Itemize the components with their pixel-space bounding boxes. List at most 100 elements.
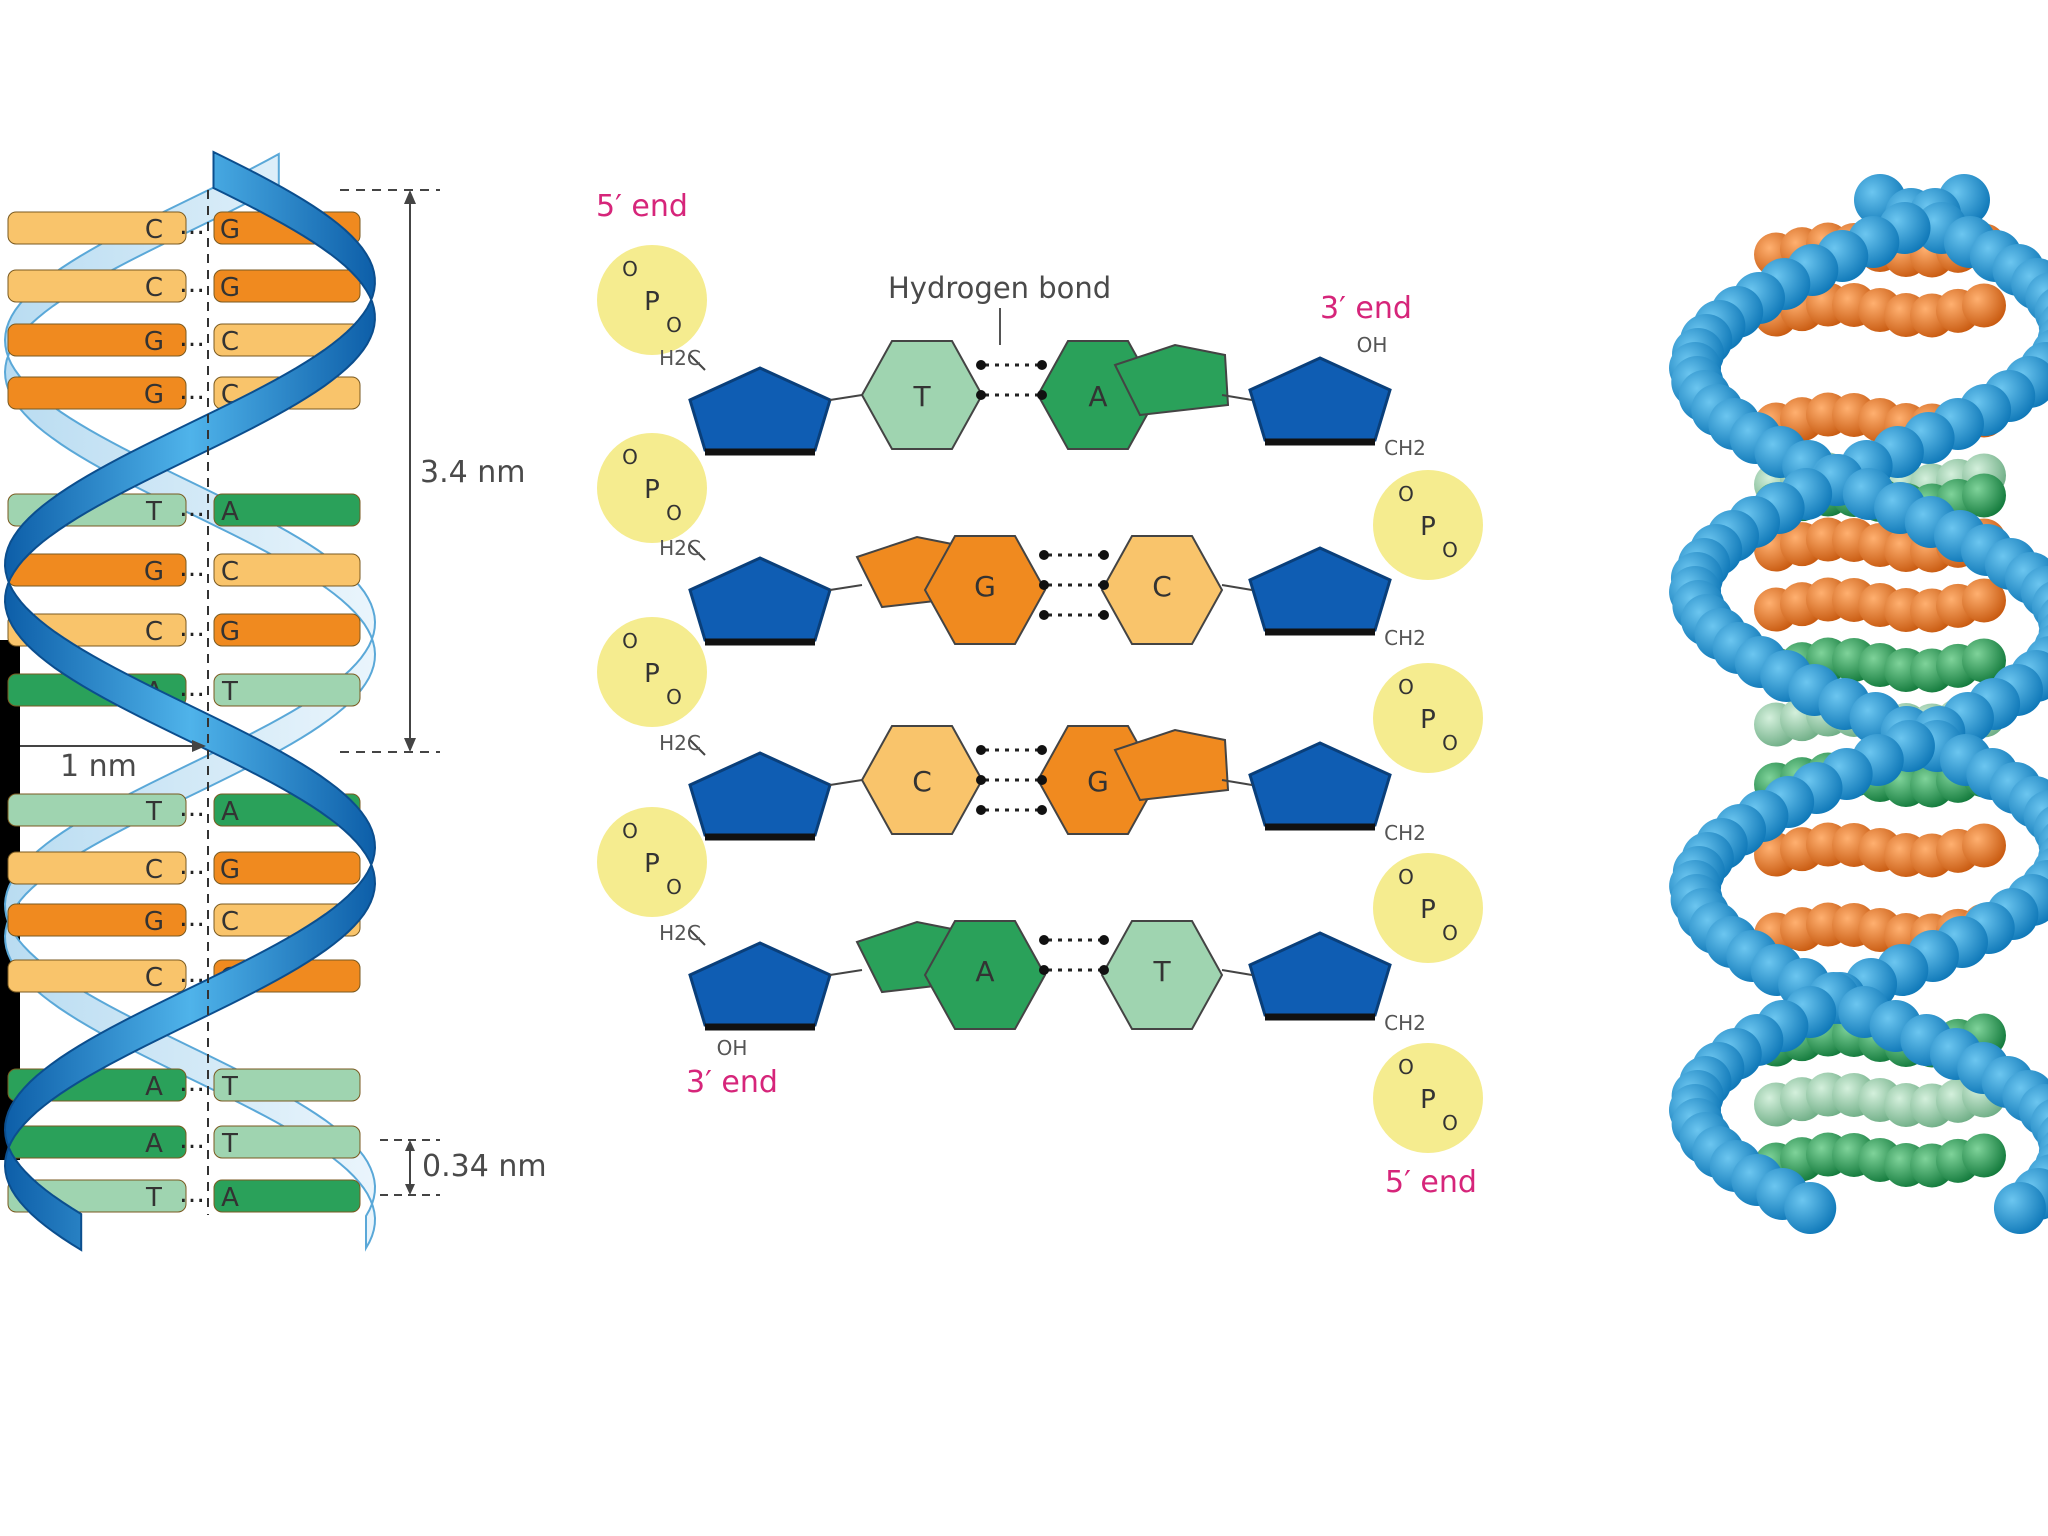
base-A [213,493,361,527]
oxygen-atom: O [1442,921,1458,945]
base-letter: C [221,907,239,937]
base-G [213,613,361,647]
oxygen-atom: O [666,501,682,525]
bond-dot [1039,965,1049,975]
phosphorus-atom: P [644,659,660,689]
atom-sphere [1962,283,2006,328]
base-letter: G [220,617,240,647]
base-C [7,851,187,885]
atom-sphere [1962,578,2006,623]
ch2-group: CH2 [1384,436,1426,460]
phosphorus-atom: P [644,475,660,505]
base-letter: T [221,677,238,707]
right-base-ring [1113,343,1230,417]
space-filling-model [1669,174,2048,1234]
hydrogen-bond-dots: … [179,851,205,881]
bond-dot [976,745,986,755]
base-letter: G [144,380,164,410]
ribbon-model: CG…CG…GC…GC…TA…GC…CG…AT…TA…CG…GC…CG…AT…A… [0,150,547,1252]
ch2-group: CH2 [1384,1011,1426,1035]
h2c-group: H2C [659,346,701,370]
base-G [7,903,187,937]
base-letter: T [145,797,162,827]
phosphate-circle [1373,1043,1483,1153]
h2c-group: H2C [659,731,701,755]
base-C [213,553,361,587]
left-phosphate: POO [597,617,707,727]
bond-dot [976,390,986,400]
left-phosphate: PO O [597,807,707,917]
hydrogen-bond-dots: … [179,211,205,241]
base-spacing-label: 0.34 nm [422,1149,547,1184]
hydrogen-bond-dots: … [179,1125,205,1155]
base-letter: A [221,797,239,827]
chemical-structure: 5′ end 3′ end 3′ end 5′ end Hydrogen bon… [596,189,1483,1200]
base-letter: C [221,557,239,587]
base-letter: A [145,1072,163,1102]
left-sugar [688,751,832,837]
base-letter: G [220,855,240,885]
turn-length-label: 3.4 nm [420,455,525,490]
phosphorus-atom: P [644,849,660,879]
base-C [7,959,187,993]
phosphate-circle [597,807,707,917]
base-letter: A [221,1183,239,1213]
oxygen-atom: O [1398,675,1414,699]
right-base-hexagon [1100,920,1224,1030]
glycosidic-bond [829,779,863,786]
front-strand [3,150,377,1252]
hydrogen-bond-dots: … [179,1179,205,1209]
radius-dimension: 1 nm [20,740,206,784]
oxygen-atom: O [622,819,638,843]
left-sugar [688,366,832,452]
left-base-hexagon [923,920,1047,1030]
right-base-hexagon [1100,535,1224,645]
base-T [213,1125,361,1159]
glycosidic-bond [829,584,863,591]
base-letter: T [221,1072,238,1102]
bond-line [689,929,706,946]
phosphorus-atom: P [1420,895,1436,925]
glycosidic-bond [829,394,863,401]
bond-dot [1099,580,1109,590]
base-letter: C [145,215,163,245]
base-letter: T [145,497,162,527]
bond-dot [1039,935,1049,945]
base-G [7,323,187,357]
oxygen-atom: O [1442,1111,1458,1135]
bond-dot [976,805,986,815]
base-A [213,1179,361,1213]
h2c-group: H2C [659,921,701,945]
base-C [7,211,187,245]
five-prime-end-bottom-label: 5′ end [1385,1165,1477,1200]
phosphate-circle [597,245,707,355]
base-pair-band [1754,577,2006,633]
left-sugar [688,941,832,1027]
oh-group-bottom: OH [717,1036,748,1060]
left-base-letter: G [974,570,996,603]
bond-dot [1099,550,1109,560]
right-phosphate: POO [1373,663,1483,773]
ch2-group: CH2 [1384,626,1426,650]
base-G [213,269,361,303]
oxygen-atom: O [666,875,682,899]
hydrogen-bond-dots: … [179,903,205,933]
bond-dot [976,360,986,370]
oxygen-atom: O [1398,865,1414,889]
glycosidic-bond [1221,779,1253,786]
bond-dot [1037,775,1047,785]
hydrogen-bond-dots: … [179,1068,205,1098]
right-phosphate: POO [1373,470,1483,580]
right-base-letter: A [1088,380,1107,413]
right-sugar [1248,356,1392,442]
hydrogen-bond-dots: … [179,553,205,583]
base-pair-band [1754,1072,2006,1128]
right-base-letter: G [1087,765,1109,798]
